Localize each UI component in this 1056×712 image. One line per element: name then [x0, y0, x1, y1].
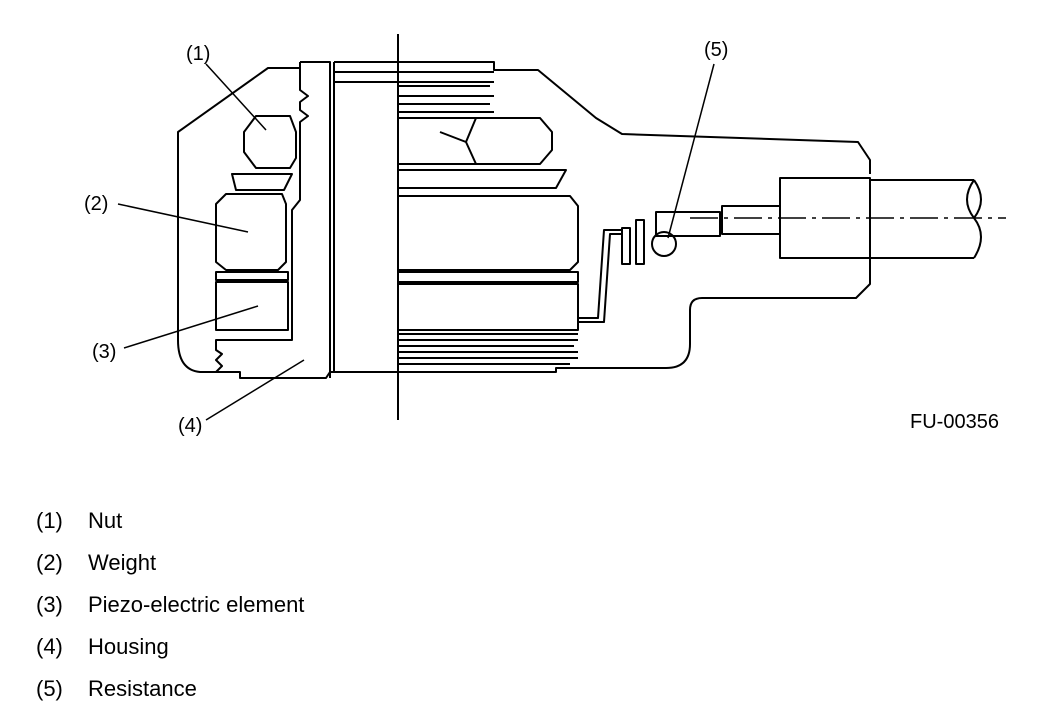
legend-item: (1) Nut	[36, 500, 304, 542]
legend-item: (2) Weight	[36, 542, 304, 584]
resistance-element	[651, 231, 677, 257]
right-nut	[398, 117, 553, 165]
callout-4: (4)	[178, 415, 202, 437]
leader-line-5	[667, 63, 715, 239]
terminal	[621, 211, 721, 265]
legend-label: Nut	[88, 508, 123, 533]
lower-threads	[398, 333, 578, 365]
right-piezo-element	[398, 271, 579, 331]
upper-threads	[333, 62, 494, 372]
legend-number: (4)	[36, 634, 63, 659]
left-weight	[215, 193, 287, 271]
callout-3: (3)	[92, 341, 116, 363]
housing-body	[215, 61, 331, 378]
leader-line-4	[205, 359, 305, 421]
legend-item: (4) Housing	[36, 626, 304, 668]
legend-label: Piezo-electric element	[88, 592, 305, 617]
legend-label: Housing	[88, 634, 169, 659]
parts-legend: (1) Nut (2) Weight (3) Piezo-electric el…	[36, 500, 304, 710]
legend-number: (1)	[36, 508, 63, 533]
lead-wire	[578, 229, 622, 323]
leader-line-3	[123, 305, 259, 349]
legend-label: Weight	[88, 550, 157, 575]
legend-item: (5) Resistance	[36, 668, 304, 710]
legend-item: (3) Piezo-electric element	[36, 584, 304, 626]
left-piezo-element	[215, 271, 289, 331]
cable-end	[966, 179, 982, 259]
callout-5: (5)	[704, 39, 728, 61]
cable	[870, 179, 974, 259]
leader-line-2	[117, 203, 249, 233]
left-nut	[243, 115, 297, 169]
housing-outline	[177, 61, 871, 379]
legend-number: (5)	[36, 676, 63, 701]
legend-number: (3)	[36, 592, 63, 617]
legend-label: Resistance	[88, 676, 197, 701]
legend-number: (2)	[36, 550, 63, 575]
washer	[231, 169, 567, 191]
figure-id: FU-00356	[910, 411, 999, 433]
callout-1: (1)	[186, 43, 210, 65]
callout-2: (2)	[84, 193, 108, 215]
knock-sensor-cross-section-diagram: (1) (2) (3) (4) (5) FU-00356	[84, 34, 1006, 437]
right-weight	[398, 195, 579, 271]
leader-line-1	[205, 63, 267, 131]
